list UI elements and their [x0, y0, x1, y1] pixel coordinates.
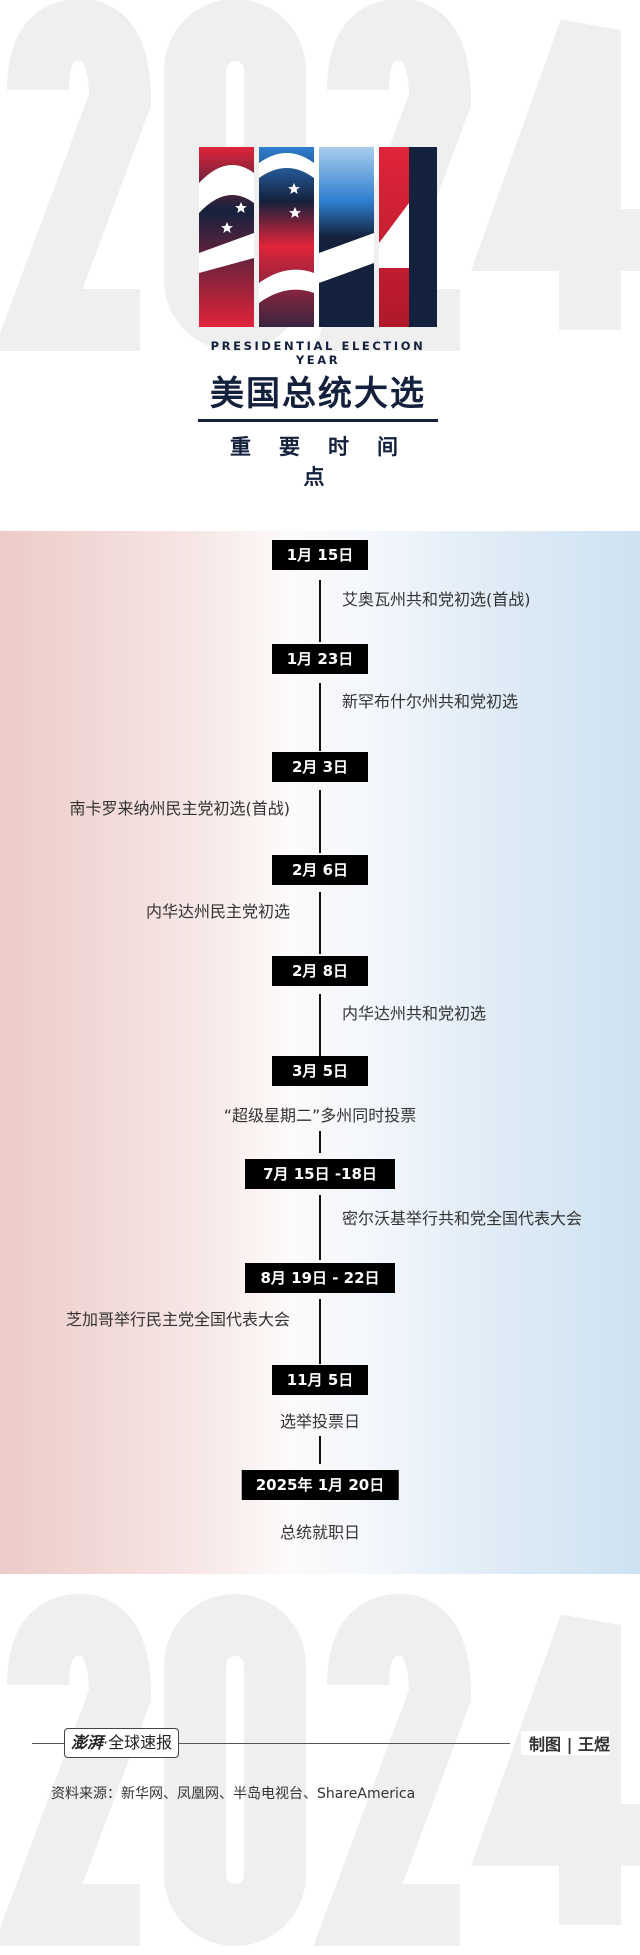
- timeline-connector: [319, 994, 321, 1056]
- timeline-connector: [319, 683, 321, 751]
- thepaper-logo: 澎湃·全球速报: [64, 1728, 180, 1758]
- date-badge: 2025年 1月 20日: [241, 1470, 399, 1500]
- date-badge: 7月 15日 -18日: [245, 1159, 395, 1189]
- event-label: 芝加哥举行民主党全国代表大会: [65, 1310, 290, 1329]
- timeline-connector: [319, 892, 321, 954]
- date-badge: 2月 6日: [272, 855, 368, 885]
- date-badge: 11月 5日: [272, 1365, 368, 1395]
- date-badge: 2月 8日: [272, 956, 368, 986]
- event-label: 总统就职日: [279, 1523, 361, 1542]
- event-label: “超级星期二”多州同时投票: [223, 1106, 417, 1125]
- event-label: 选举投票日: [279, 1412, 361, 1431]
- event-label: 内华达州共和党初选: [342, 1004, 487, 1023]
- election-2024-logo: [199, 147, 437, 327]
- subtitle-cn: 重要时间点: [230, 435, 426, 489]
- subtitle-en: PRESIDENTIAL ELECTION YEAR: [210, 339, 426, 367]
- title-cn: 美国总统大选: [210, 374, 426, 414]
- brand-name: 澎湃: [71, 1733, 104, 1752]
- timeline-connector: [319, 1299, 321, 1364]
- title-divider: [198, 419, 438, 422]
- event-label: 内华达州民主党初选: [145, 902, 290, 921]
- date-badge: 1月 15日: [272, 540, 368, 570]
- timeline-connector: [319, 1131, 321, 1153]
- credit: 制图 | 王煜: [521, 1731, 610, 1755]
- date-badge: 8月 19日 - 22日: [245, 1263, 395, 1293]
- watermark-bottom: [0, 1593, 640, 1946]
- date-badge: 3月 5日: [272, 1056, 368, 1086]
- timeline-connector: [319, 580, 321, 642]
- source-note: 资料来源：新华网、凤凰网、半岛电视台、ShareAmerica: [51, 1786, 416, 1802]
- timeline-connector: [319, 1195, 321, 1260]
- event-label: 艾奥瓦州共和党初选(首战): [342, 590, 531, 609]
- event-label: 南卡罗来纳州民主党初选(首战): [69, 799, 291, 818]
- date-badge: 2月 3日: [272, 752, 368, 782]
- timeline-connector: [319, 1436, 321, 1464]
- footer-divider: [32, 1743, 510, 1744]
- timeline-connector: [319, 790, 321, 853]
- event-label: 新罕布什尔州共和党初选: [342, 692, 519, 711]
- date-badge: 1月 23日: [272, 644, 368, 674]
- event-label: 密尔沃基举行共和党全国代表大会: [342, 1209, 583, 1228]
- brand-suffix: ·全球速报: [103, 1733, 173, 1752]
